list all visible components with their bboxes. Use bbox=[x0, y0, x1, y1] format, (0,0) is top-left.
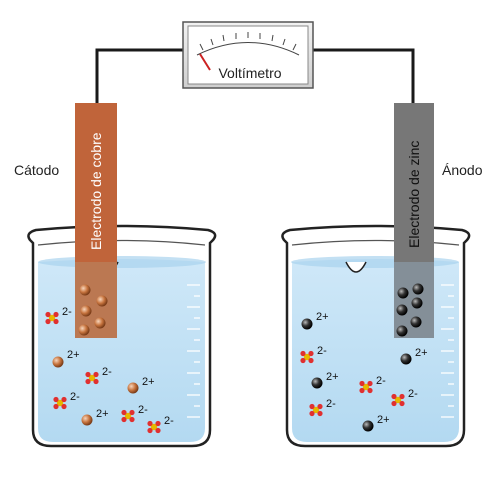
copper-atoms bbox=[78, 284, 108, 336]
svg-text:2-: 2- bbox=[317, 345, 327, 357]
svg-text:2+: 2+ bbox=[67, 349, 80, 361]
sulfate-ion: 2- bbox=[359, 375, 386, 394]
voltmeter: Voltímetro bbox=[182, 21, 314, 89]
svg-text:2-: 2- bbox=[138, 404, 148, 416]
zinc-atoms bbox=[396, 283, 424, 337]
voltmeter-needle bbox=[199, 53, 211, 71]
svg-text:2+: 2+ bbox=[316, 311, 329, 323]
zinc-electrode-label: Electrodo de zinc bbox=[406, 141, 422, 248]
sulfate-ion: 2- bbox=[121, 404, 148, 423]
sulfate-ion: 2- bbox=[85, 366, 112, 385]
zinc-ion: 2+ bbox=[400, 347, 428, 365]
zinc-ion: 2+ bbox=[311, 371, 339, 389]
sulfate-ion: 2- bbox=[309, 398, 336, 417]
svg-text:2-: 2- bbox=[102, 366, 112, 378]
copper-ion: 2+ bbox=[52, 349, 80, 368]
svg-text:2-: 2- bbox=[164, 415, 174, 427]
sulfate-ion: 2- bbox=[45, 306, 72, 325]
sulfate-ion: 2- bbox=[53, 391, 80, 410]
copper-electrode-label: Electrodo de cobre bbox=[88, 132, 104, 250]
svg-text:2+: 2+ bbox=[96, 408, 109, 420]
zinc-ion: 2+ bbox=[301, 311, 329, 330]
svg-text:2-: 2- bbox=[326, 398, 336, 410]
circuit-wire bbox=[95, 48, 415, 105]
svg-text:2-: 2- bbox=[70, 391, 80, 403]
svg-text:2-: 2- bbox=[62, 306, 72, 318]
cathode-label: Cátodo bbox=[14, 162, 59, 178]
sulfate-ion: 2- bbox=[147, 415, 174, 434]
copper-electrode: Electrodo de cobre bbox=[75, 103, 117, 338]
sulfate-ion: 2- bbox=[391, 388, 418, 407]
svg-text:2-: 2- bbox=[408, 388, 418, 400]
svg-text:2+: 2+ bbox=[326, 371, 339, 383]
svg-text:2+: 2+ bbox=[142, 376, 155, 388]
zinc-ion: 2+ bbox=[362, 414, 390, 432]
copper-ion: 2+ bbox=[81, 408, 109, 426]
sulfate-ion: 2- bbox=[300, 345, 327, 364]
anode-label: Ánodo bbox=[442, 162, 483, 178]
svg-text:2+: 2+ bbox=[415, 347, 428, 359]
copper-ion: 2+ bbox=[127, 376, 155, 394]
zinc-electrode: Electrodo de zinc bbox=[394, 103, 434, 338]
voltmeter-label: Voltímetro bbox=[218, 65, 281, 81]
svg-text:2+: 2+ bbox=[377, 414, 390, 426]
svg-text:2-: 2- bbox=[376, 375, 386, 387]
